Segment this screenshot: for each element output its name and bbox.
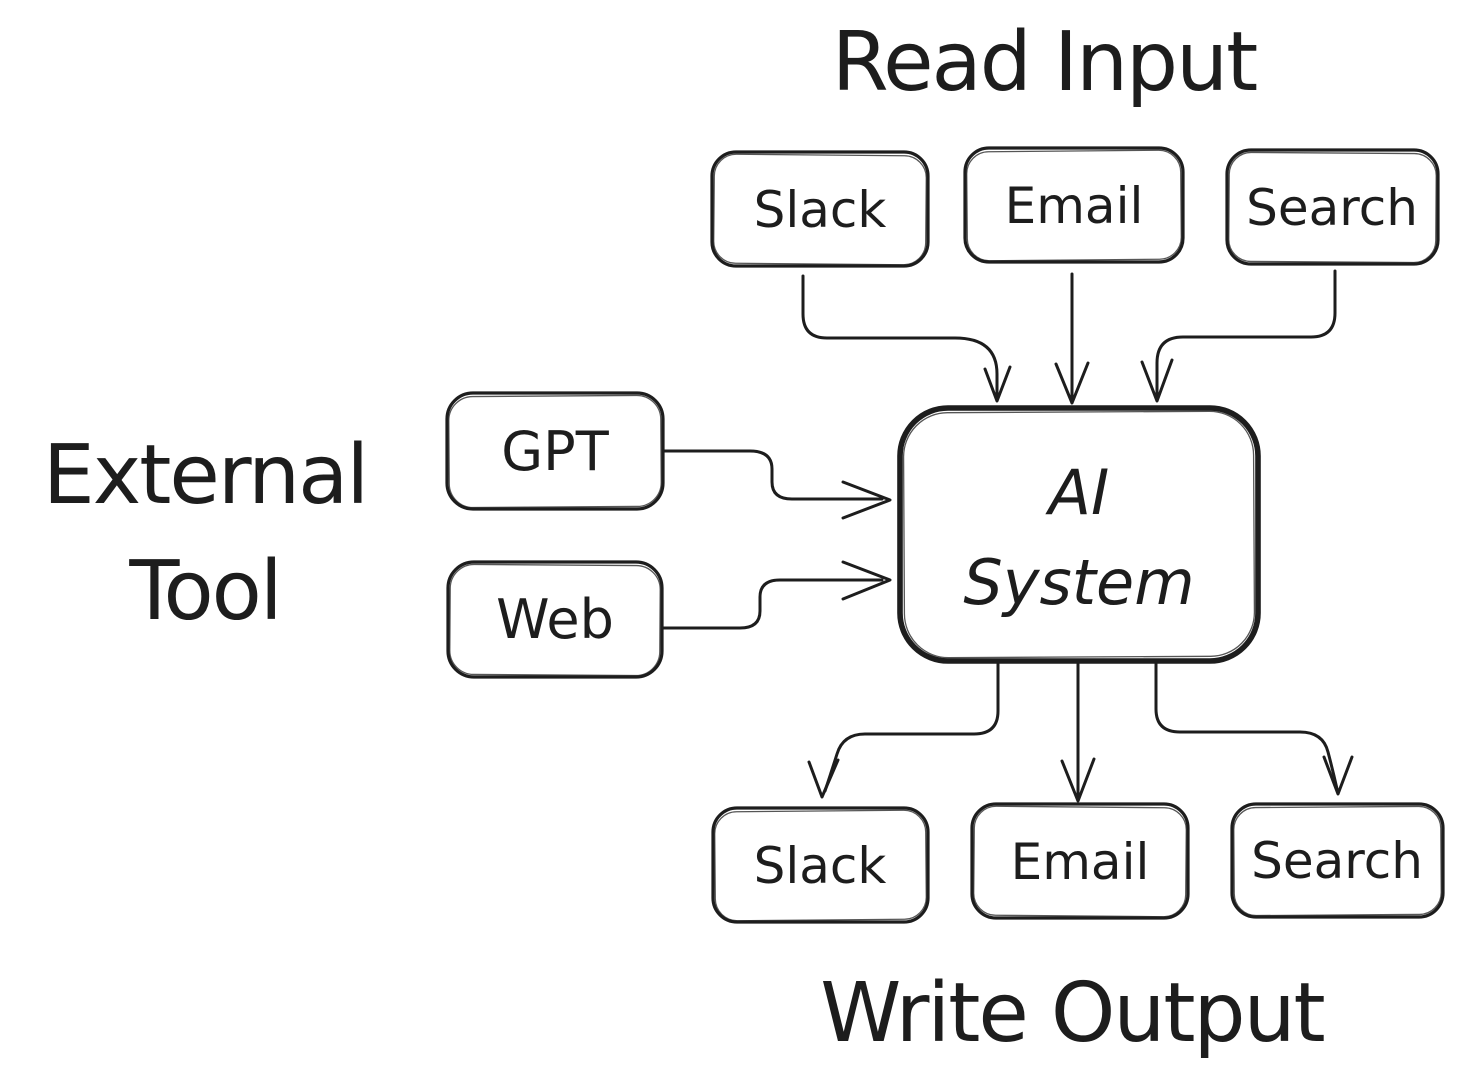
node-tool-gpt: GPT	[445, 391, 665, 511]
node-input-search: Search	[1225, 148, 1440, 266]
node-input-email: Email	[963, 146, 1185, 264]
node-output-slack: Slack	[711, 806, 930, 924]
node-label-line1: AI	[1045, 456, 1110, 529]
node-label: Search	[1246, 179, 1418, 237]
arrow-input-slack-to-ai	[801, 274, 1012, 403]
title-write-output: Write Output	[820, 966, 1324, 1061]
node-label: Web	[496, 588, 614, 651]
node-label: Slack	[754, 181, 887, 239]
arrow-ai-to-output-search	[1154, 662, 1354, 796]
arrow-ai-to-output-email	[1060, 662, 1096, 803]
arrow-input-email-to-ai	[1054, 272, 1090, 405]
node-label: Email	[1005, 177, 1144, 235]
arrow-gpt-to-ai	[662, 449, 892, 520]
label-external: External	[43, 428, 367, 523]
node-output-email: Email	[970, 802, 1190, 920]
arrow-web-to-ai	[661, 560, 892, 630]
node-input-slack: Slack	[710, 150, 930, 268]
node-ai-system: AI System	[897, 405, 1261, 664]
node-label: Search	[1251, 832, 1423, 890]
arrow-ai-to-output-slack	[807, 662, 1000, 799]
node-output-search: Search	[1230, 802, 1445, 919]
node-label: Email	[1011, 833, 1150, 891]
node-label: GPT	[501, 420, 609, 483]
title-read-input: Read Input	[832, 15, 1257, 110]
label-tool: Tool	[128, 544, 280, 639]
node-tool-web: Web	[446, 560, 664, 679]
arrow-input-search-to-ai	[1140, 269, 1337, 403]
node-label-line2: System	[963, 546, 1194, 619]
node-label: Slack	[754, 837, 887, 895]
